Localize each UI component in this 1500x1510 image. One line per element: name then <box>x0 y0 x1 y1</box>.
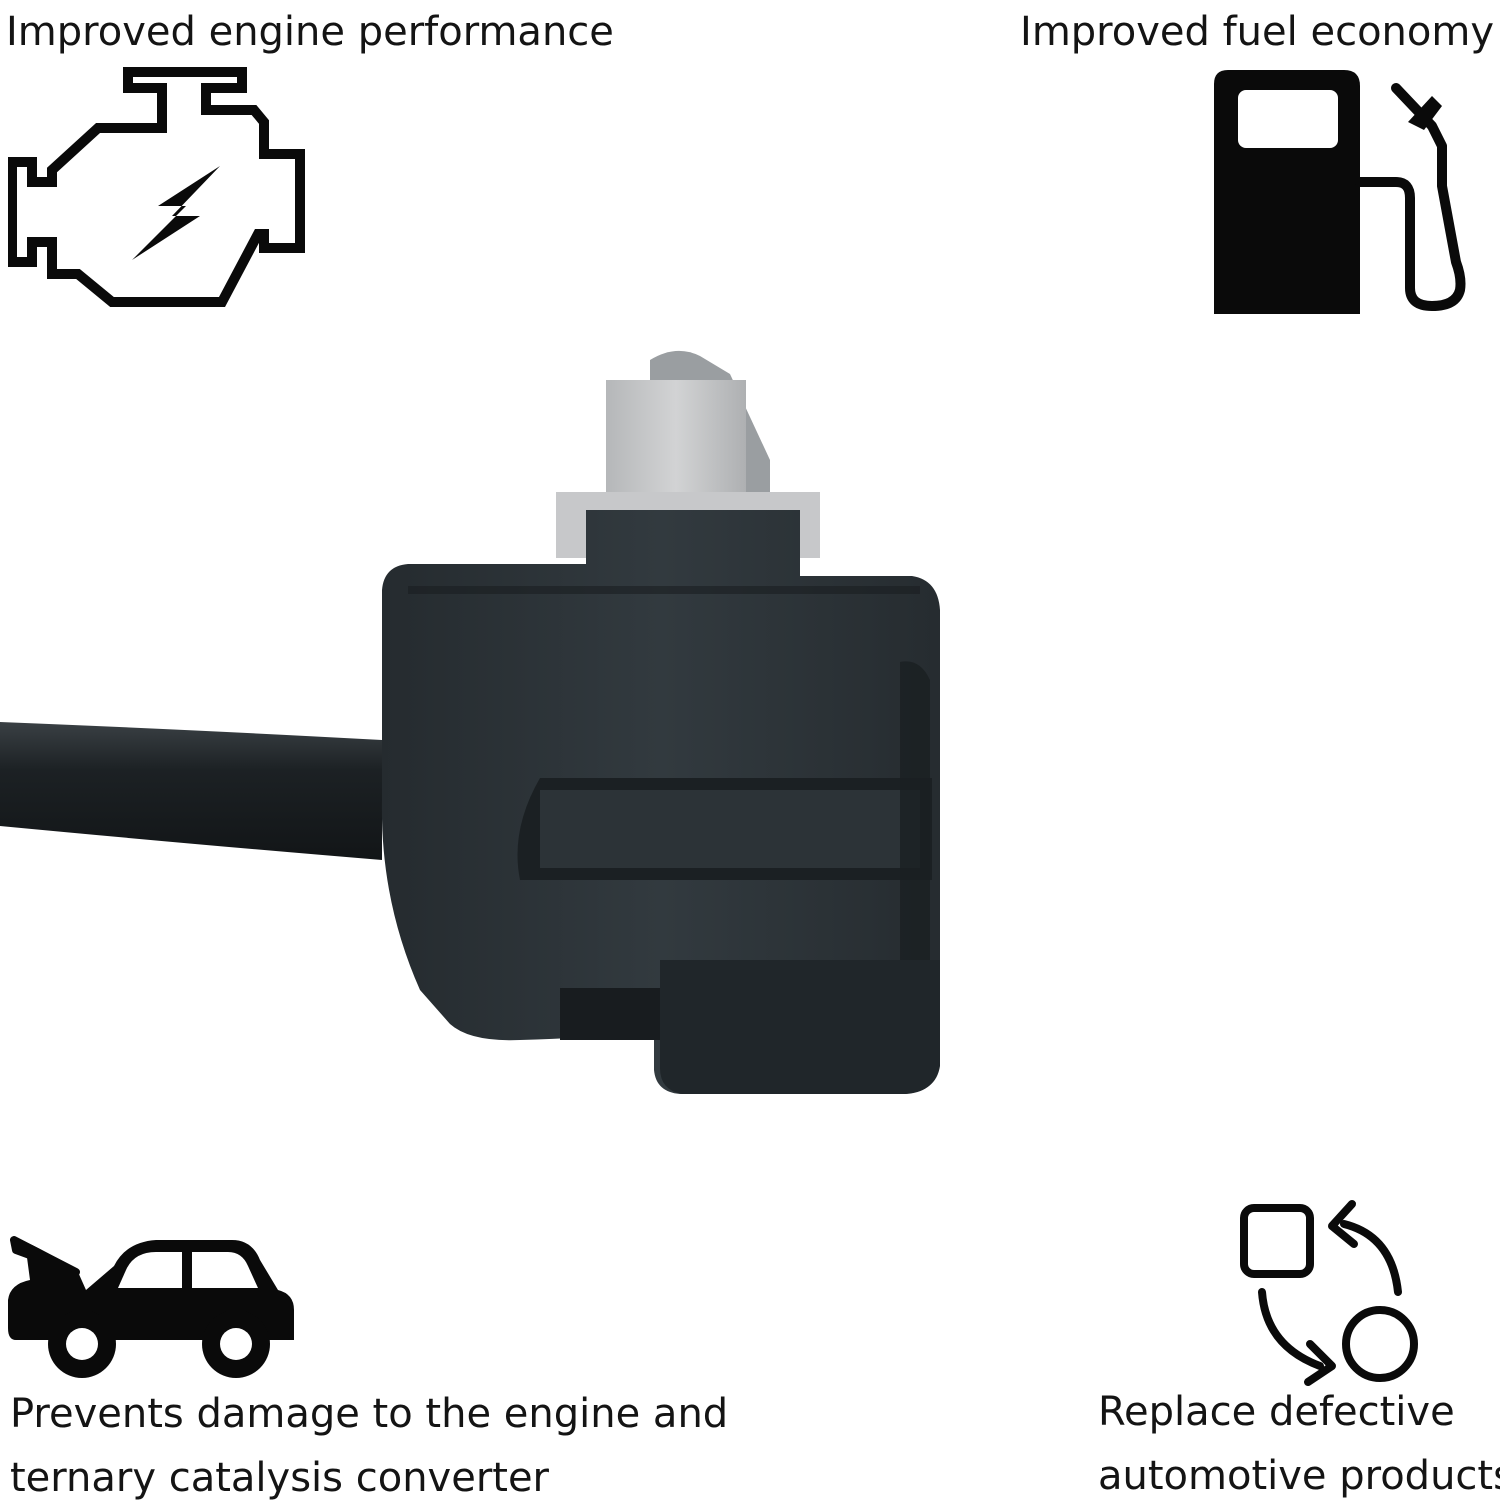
product-connector-image <box>0 340 1000 1120</box>
engine-icon <box>8 66 308 312</box>
replace-cycle-icon <box>1236 1196 1422 1386</box>
feature-replace-defective-line1: Replace defective <box>1098 1389 1455 1435</box>
feature-prevents-damage-line1: Prevents damage to the engine and <box>10 1391 729 1437</box>
feature-engine-performance-label: Improved engine performance <box>6 9 614 55</box>
feature-replace-defective-label: Replace defective automotive products <box>1098 1380 1500 1508</box>
fuel-pump-icon <box>1210 66 1480 320</box>
feature-prevents-damage-line2: ternary catalysis converter <box>10 1455 550 1501</box>
feature-replace-defective-line2: automotive products <box>1098 1453 1500 1499</box>
feature-prevents-damage-label: Prevents damage to the engine and ternar… <box>10 1382 728 1510</box>
feature-fuel-economy-label: Improved fuel economy <box>1020 9 1494 55</box>
car-open-hood-icon <box>6 1230 298 1382</box>
